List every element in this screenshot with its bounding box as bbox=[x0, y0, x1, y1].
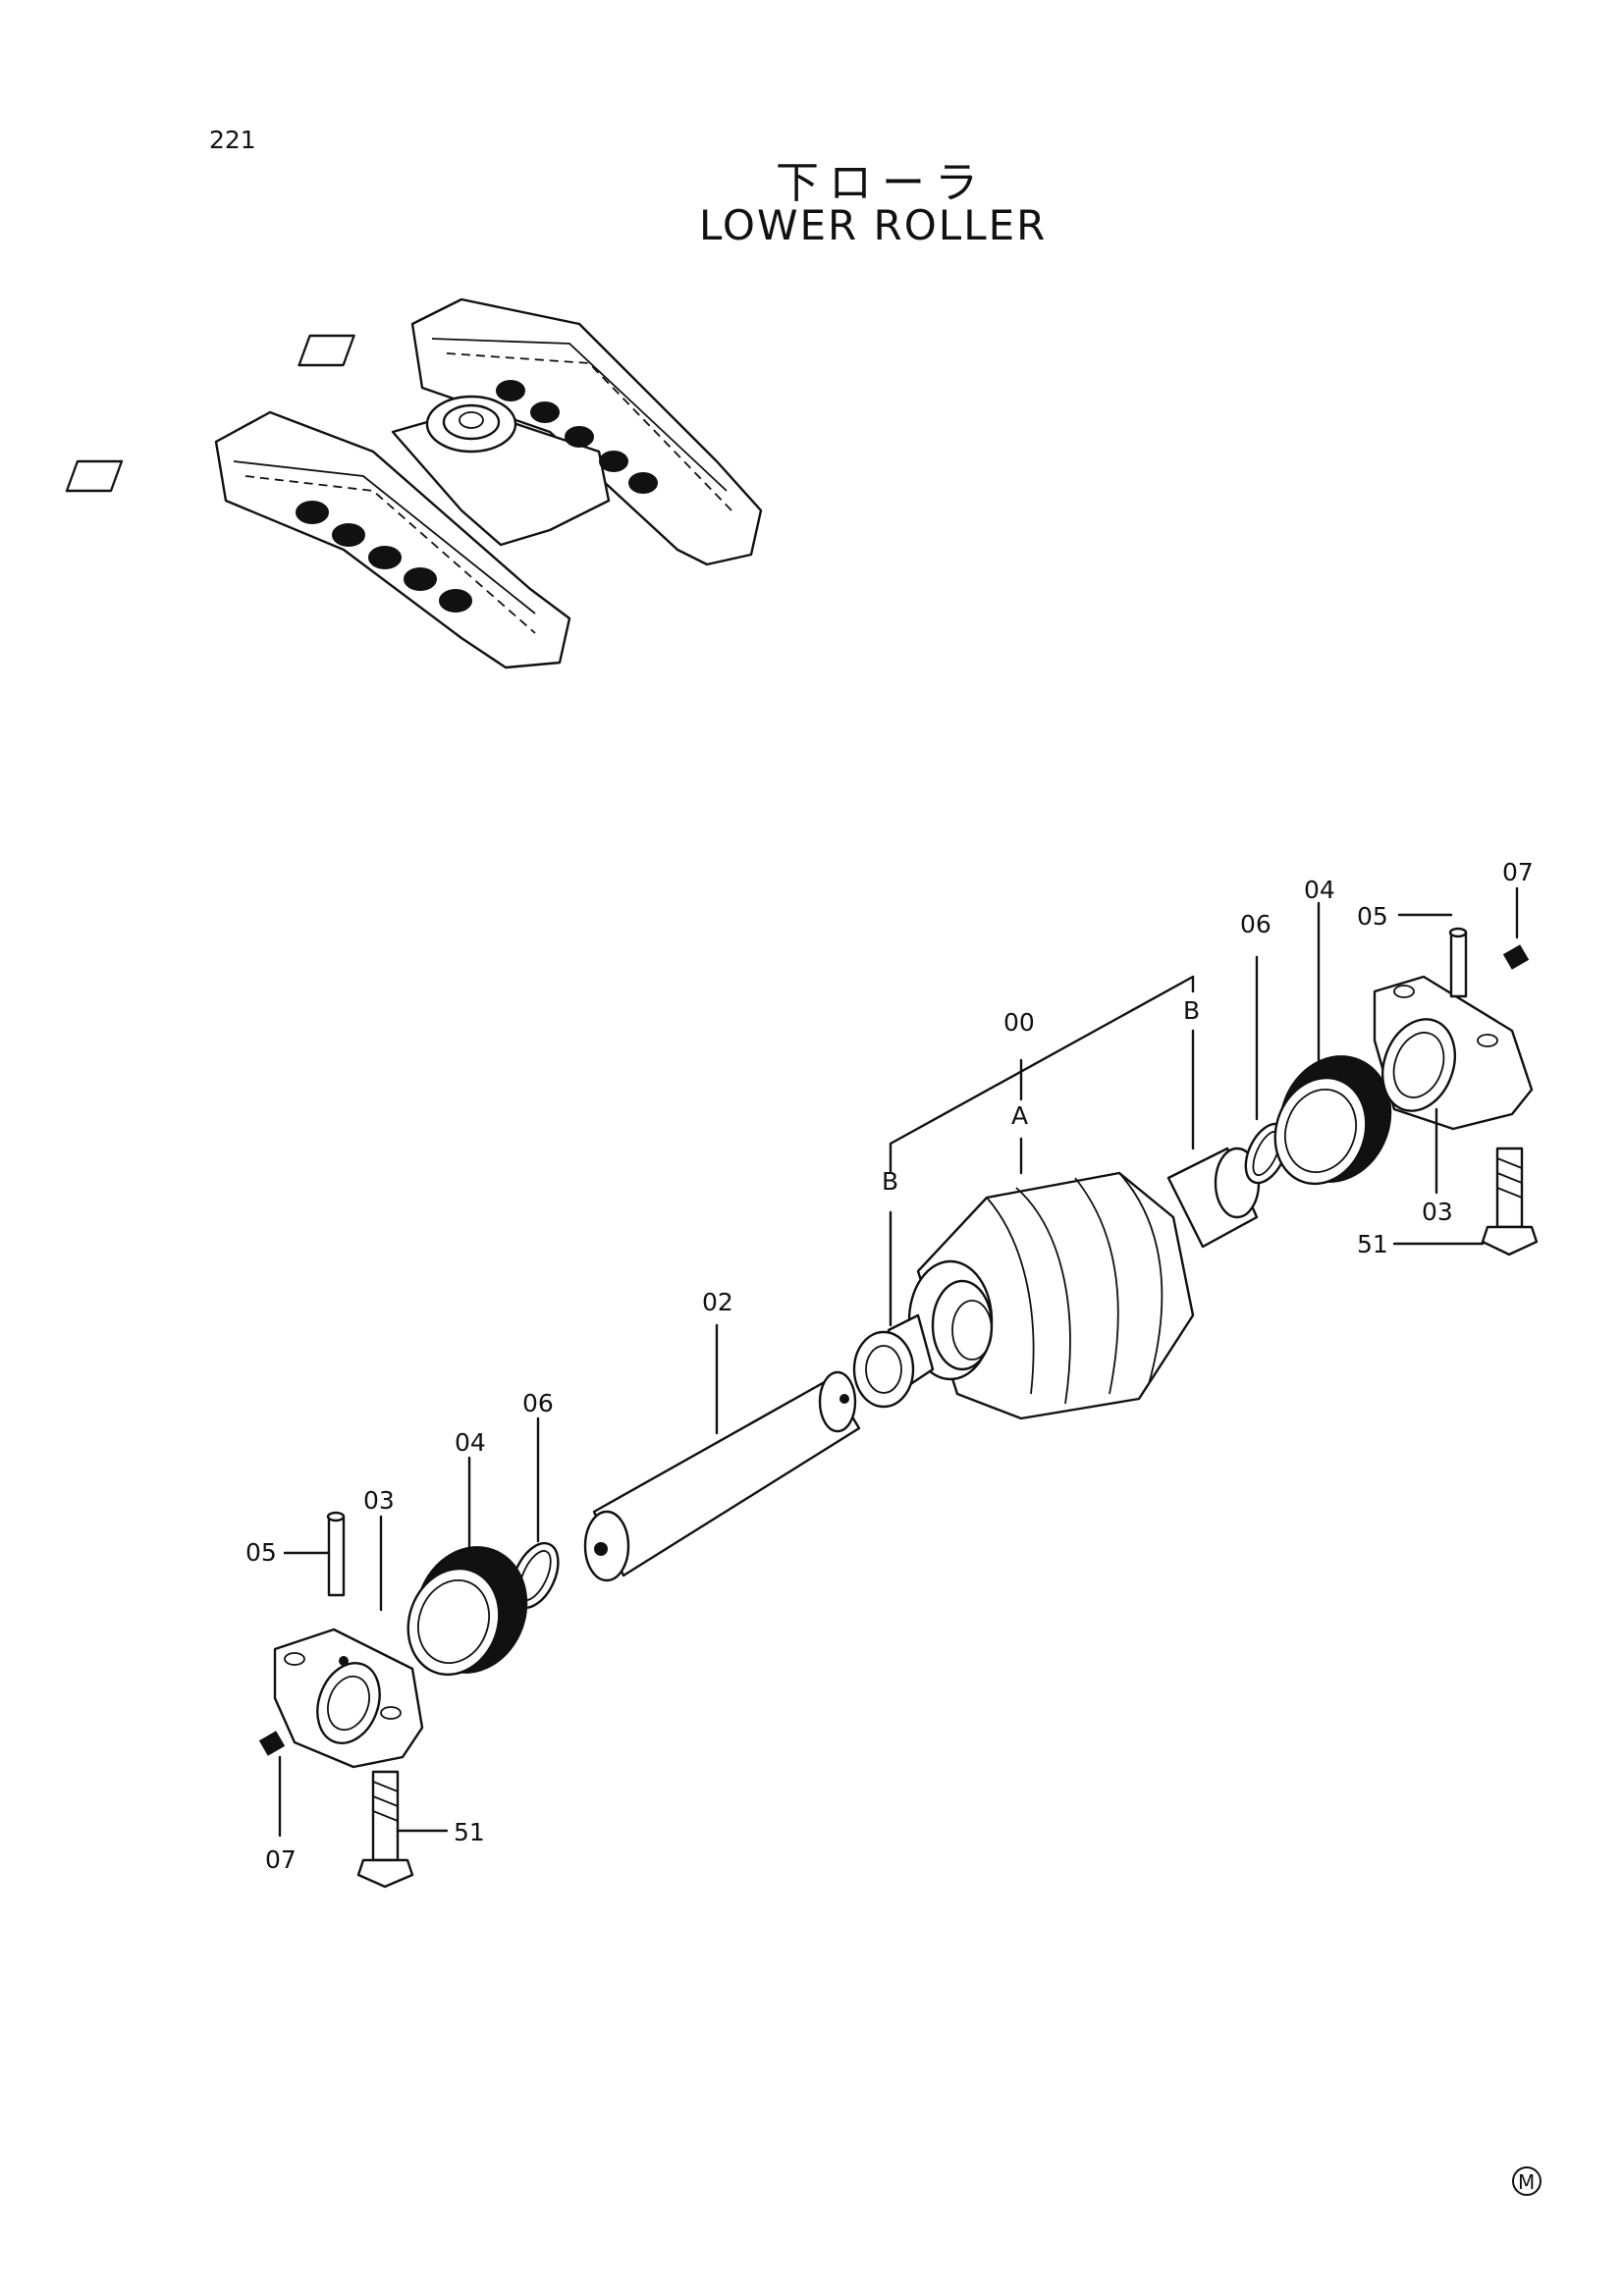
label-ref-a: A bbox=[1011, 1101, 1028, 1130]
label-right-pin-05: 05 bbox=[1357, 902, 1388, 931]
right-bracket bbox=[1373, 975, 1534, 1131]
label-left-oring-06: 06 bbox=[522, 1389, 554, 1417]
label-right-seal-04: 04 bbox=[1304, 876, 1335, 904]
svg-text:M: M bbox=[1518, 2170, 1535, 2194]
right-floating-seal bbox=[1273, 1055, 1392, 1186]
label-right-plug-07: 07 bbox=[1502, 858, 1534, 886]
label-ref-b-left: B bbox=[882, 1167, 898, 1196]
label-assembly-00: 00 bbox=[1003, 1008, 1035, 1037]
undercarriage-overview-illustration bbox=[65, 297, 763, 669]
label-left-bolt-51: 51 bbox=[454, 1818, 485, 1846]
label-shaft-02: 02 bbox=[702, 1288, 733, 1316]
page-number: 221 bbox=[209, 126, 256, 154]
label-left-plug-07: 07 bbox=[265, 1845, 297, 1874]
left-pin bbox=[327, 1515, 346, 1597]
leader-lines bbox=[278, 886, 1519, 1838]
label-left-seal-04: 04 bbox=[455, 1428, 486, 1457]
left-floating-seal bbox=[406, 1546, 528, 1677]
label-right-bolt-51: 51 bbox=[1357, 1230, 1388, 1258]
label-right-bracket-03: 03 bbox=[1422, 1198, 1453, 1226]
left-plug bbox=[258, 1731, 286, 1756]
roller-body bbox=[852, 1147, 1261, 1420]
left-bracket bbox=[273, 1628, 424, 1769]
label-right-oring-06: 06 bbox=[1240, 910, 1271, 938]
title-japanese: 下ローラ bbox=[776, 158, 988, 208]
right-bolt bbox=[1481, 1147, 1539, 1256]
right-plug bbox=[1502, 944, 1530, 970]
label-left-bracket-03: 03 bbox=[363, 1486, 395, 1515]
circled-m-mark: M bbox=[1512, 2166, 1542, 2196]
right-pin bbox=[1449, 931, 1468, 998]
label-left-pin-05: 05 bbox=[245, 1538, 277, 1567]
label-ref-b-right: B bbox=[1183, 996, 1200, 1025]
title-english: LOWER ROLLER bbox=[699, 201, 1048, 249]
left-bolt bbox=[356, 1770, 414, 1889]
roller-shaft bbox=[583, 1370, 861, 1582]
